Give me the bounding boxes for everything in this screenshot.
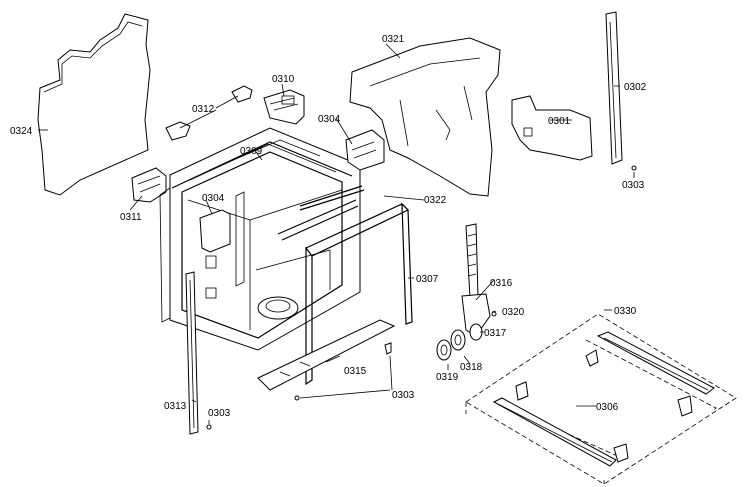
label-0324: 0324 bbox=[10, 126, 33, 137]
label-0306: 0306 bbox=[596, 402, 619, 413]
label-0315: 0315 bbox=[344, 366, 367, 377]
label-0307: 0307 bbox=[416, 274, 439, 285]
label-0313: 0313 bbox=[164, 401, 187, 412]
part-0315-rail bbox=[257, 319, 396, 391]
label-0302: 0302 bbox=[624, 82, 647, 93]
part-labels: 0324 0312 0310 0304 0309 0311 0304 0321 … bbox=[10, 34, 647, 419]
part-0307-frame bbox=[305, 202, 413, 386]
label-0304-top: 0304 bbox=[318, 114, 341, 125]
part-0321-cover bbox=[349, 37, 501, 197]
leader-lines bbox=[38, 43, 635, 424]
label-0312: 0312 bbox=[192, 104, 215, 115]
part-0311-hinge bbox=[131, 167, 167, 203]
part-0310-hinge bbox=[263, 89, 305, 125]
label-0319: 0319 bbox=[436, 372, 459, 383]
part-0303-screw bbox=[294, 395, 300, 401]
label-0311: 0311 bbox=[120, 212, 142, 223]
label-0309: 0309 bbox=[240, 146, 263, 157]
label-0303-left: 0303 bbox=[208, 408, 231, 419]
part-0301-strip bbox=[511, 95, 593, 161]
label-0303-bottom: 0303 bbox=[392, 390, 415, 401]
part-0312-brackets bbox=[165, 85, 253, 141]
part-0324-panel bbox=[37, 13, 151, 196]
label-0310: 0310 bbox=[272, 74, 295, 85]
label-0303-right: 0303 bbox=[622, 180, 645, 191]
part-0313-trim bbox=[185, 271, 212, 435]
part-0317-0319-rings bbox=[436, 323, 483, 361]
part-0330-rail bbox=[585, 331, 715, 395]
label-0321: 0321 bbox=[382, 34, 405, 45]
part-0322-bars bbox=[277, 185, 365, 241]
part-0302-trim bbox=[605, 11, 637, 171]
label-0316: 0316 bbox=[490, 278, 513, 289]
label-0304-left: 0304 bbox=[202, 193, 225, 204]
part-0330-base-box bbox=[465, 313, 737, 485]
label-0301: 0301 bbox=[548, 116, 571, 127]
part-0306-rail bbox=[492, 381, 693, 467]
label-0318: 0318 bbox=[460, 362, 483, 373]
label-0317: 0317 bbox=[484, 328, 507, 339]
label-0322: 0322 bbox=[424, 195, 447, 206]
part-0316-assembly bbox=[461, 223, 497, 337]
part-0304-brackets bbox=[199, 129, 385, 253]
label-0330: 0330 bbox=[614, 306, 637, 317]
label-0320: 0320 bbox=[502, 307, 525, 318]
